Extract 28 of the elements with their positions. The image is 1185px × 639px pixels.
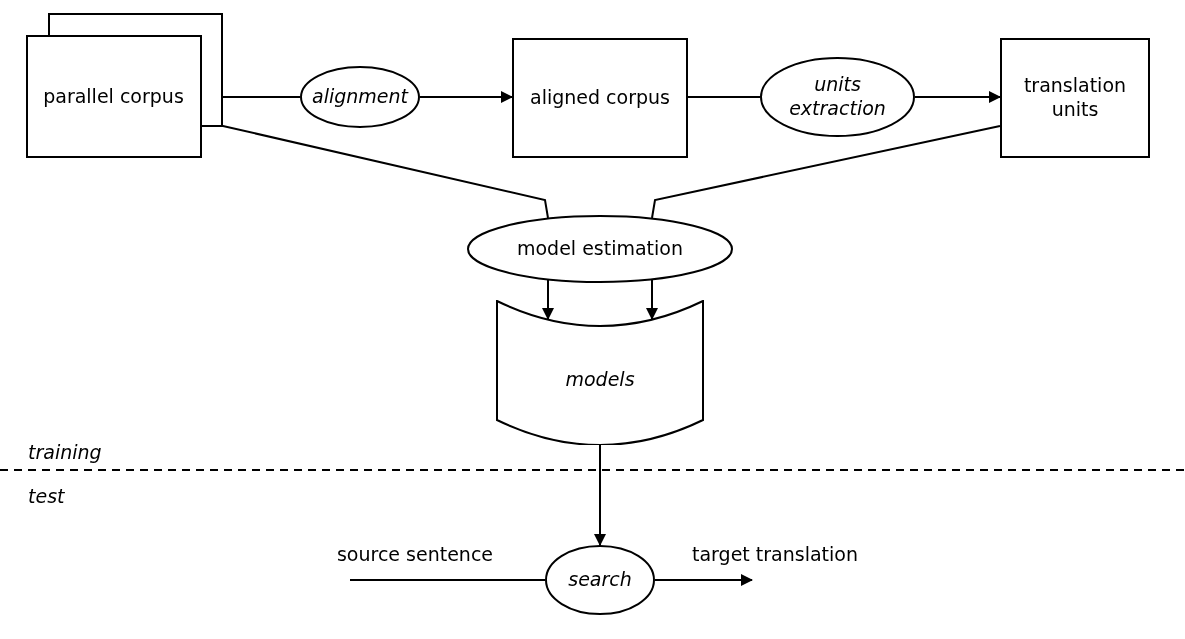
arrow	[646, 279, 658, 320]
storage-cylinder	[496, 300, 704, 445]
process-ellipse	[300, 66, 420, 128]
arrow	[542, 279, 554, 320]
node-label: parallel corpus	[43, 84, 184, 109]
arrow	[594, 444, 606, 546]
process-ellipse	[760, 57, 915, 137]
node-label: model estimation	[516, 237, 684, 261]
process-ellipse	[467, 215, 733, 283]
connector-line	[687, 96, 761, 98]
stacked-document-box	[26, 13, 223, 158]
arrow	[419, 91, 513, 103]
connector-line	[651, 125, 1001, 219]
node-label: alignment	[312, 85, 408, 109]
node-label: models	[565, 368, 635, 392]
process-box	[512, 38, 688, 158]
node-label: units extraction	[788, 73, 887, 121]
connector-line	[349, 579, 546, 581]
process-box	[1000, 38, 1150, 158]
phase-label: training	[28, 440, 102, 465]
node-label: search	[568, 568, 632, 592]
arrow	[914, 91, 1001, 103]
node-label: translation units	[1022, 74, 1128, 122]
node-label: aligned corpus	[530, 86, 670, 110]
process-ellipse	[545, 545, 655, 615]
arrow	[654, 574, 753, 586]
phase-label: test	[28, 484, 65, 509]
connector-line	[222, 96, 301, 98]
